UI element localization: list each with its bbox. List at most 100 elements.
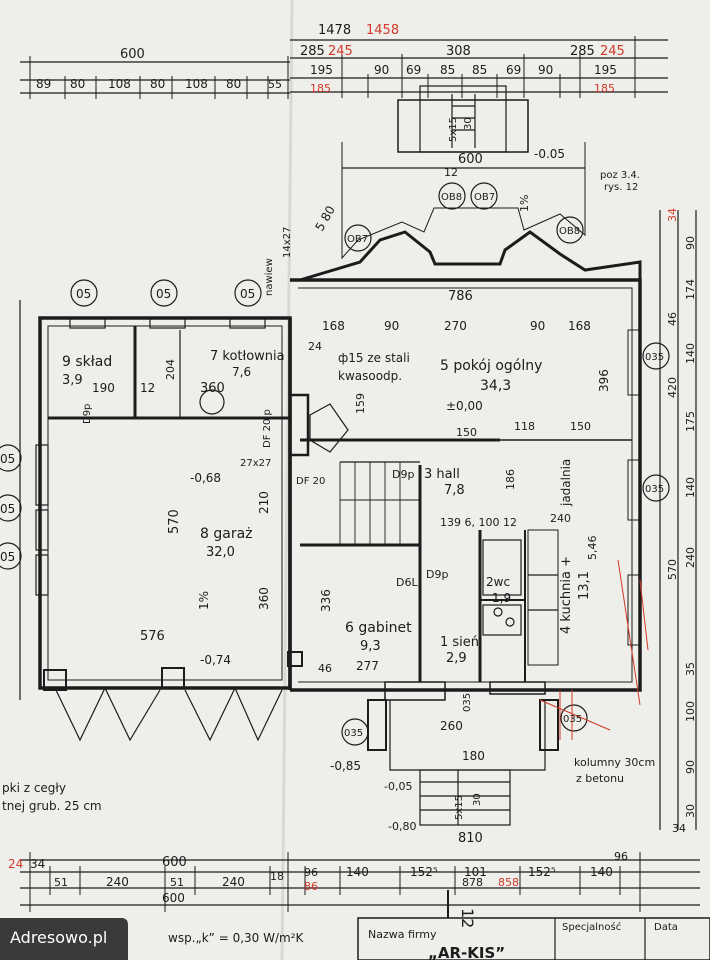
- dim-576: 576: [140, 629, 165, 644]
- bdim-r3-0: 600: [162, 891, 185, 905]
- dim-360: 360: [200, 381, 225, 396]
- title-spec: Specjalność: [562, 921, 621, 933]
- dim-168a: 168: [322, 319, 345, 333]
- rdim-4: 140: [684, 343, 697, 364]
- dim-159: 159: [354, 393, 367, 414]
- dim-139: 139 6, 100 12: [440, 516, 517, 529]
- rdim-3: 46: [666, 312, 679, 326]
- paper-fold: [280, 0, 294, 960]
- dim-118: 118: [514, 420, 535, 433]
- ob-1: OB7: [474, 192, 495, 203]
- dim-260: 260: [440, 719, 463, 733]
- win-marker-10: 035: [462, 693, 473, 712]
- dim-46: 46: [318, 662, 332, 675]
- title-nazwa: Nazwa firmy: [368, 928, 437, 941]
- dim-190: 190: [92, 381, 115, 395]
- bdim-r3-1: 878: [462, 876, 483, 889]
- rdim-0: 34: [666, 208, 679, 222]
- label-stair-s2: 30: [472, 793, 483, 806]
- bay-width: 600: [458, 152, 483, 167]
- rdim-7: 140: [684, 477, 697, 498]
- label-d15: ф15 ze stali: [338, 351, 410, 365]
- label-lvl-085: -0,85: [330, 759, 361, 773]
- dim-210: 210: [257, 491, 271, 514]
- dim-336: 336: [319, 589, 333, 612]
- bdim-r2-3: 240: [222, 875, 245, 889]
- dim-r1-red-1: 245: [600, 44, 625, 59]
- rdim-1: 90: [684, 236, 697, 250]
- dim-180: 180: [462, 749, 485, 763]
- dim-24: 24: [308, 340, 322, 353]
- dim-90a: 90: [384, 319, 399, 333]
- dim-r2-0: 195: [310, 63, 333, 77]
- bdim-r2-0: 51: [54, 876, 68, 889]
- rdim-11: 100: [684, 701, 697, 722]
- bdim-r3-red: 858: [498, 876, 519, 889]
- dim-left-5: 80: [226, 77, 241, 91]
- label-level-074: -0,74: [200, 653, 231, 667]
- bdim-r2-4: 18: [270, 870, 284, 883]
- rdim-10: 35: [684, 662, 697, 676]
- room-kuchnia-name: 4 kuchnia +: [559, 556, 574, 634]
- dim-546: 5,46: [586, 536, 599, 561]
- room-sien-area: 2,9: [446, 651, 467, 666]
- dim-r2-7: 195: [594, 63, 617, 77]
- dim-left-4: 108: [185, 77, 208, 91]
- label-nawiew: nawiew: [264, 258, 275, 296]
- dim-left-1: 80: [70, 77, 85, 91]
- win-marker-1: 05: [156, 287, 171, 301]
- dim-overall: 1478: [318, 23, 351, 38]
- win-marker-8: 035: [563, 714, 582, 725]
- win-marker-2: 05: [240, 287, 255, 301]
- bdim-red-24: 24: [8, 857, 23, 871]
- bdim-r2-7: 152⁵: [410, 865, 438, 879]
- dim-r1-2: 285: [570, 44, 595, 59]
- bay-stair: 5x15: [448, 117, 459, 142]
- dim-r1-0: 285: [300, 44, 325, 59]
- dim-r2-5: 69: [506, 63, 521, 77]
- label-d9p2: D9p: [392, 468, 414, 481]
- bdim-r2-11: 96: [614, 850, 628, 863]
- room-kuchnia-area: 13,1: [577, 571, 592, 600]
- rdim-9: 570: [666, 559, 679, 580]
- bay-stair2: 30: [463, 117, 474, 130]
- label-lvl-080: -0,80: [388, 820, 416, 833]
- bdim-r2-8: 101: [464, 865, 487, 879]
- rdim-6: 175: [684, 411, 697, 432]
- bdim-r1-0: 34: [30, 857, 45, 871]
- dim-r2-red-1: 185: [594, 82, 615, 95]
- win-marker-6: 035: [645, 352, 664, 363]
- dim-r2-4: 85: [472, 63, 487, 77]
- dim-overall-red: 1458: [366, 23, 399, 38]
- dim-left-2: 108: [108, 77, 131, 91]
- label-d9p3: D9p: [82, 404, 93, 424]
- win-marker-3: 05: [0, 452, 15, 466]
- dim-786: 786: [448, 289, 473, 304]
- bay-level: -0.05: [534, 147, 565, 161]
- bay-dim-12: 12: [444, 166, 458, 179]
- dim-r1-red-0: 245: [328, 44, 353, 59]
- room-hall-name: 3 hall: [424, 467, 460, 482]
- label-kwaso: kwasoodp.: [338, 369, 402, 383]
- room-sklad-name: 9 skład: [62, 354, 112, 370]
- win-marker-4: 05: [0, 502, 15, 516]
- room-sien-name: 1 sień: [440, 635, 479, 650]
- room-pokoj-area: 34,3: [480, 378, 511, 394]
- dim-570: 570: [167, 509, 182, 534]
- rdim-2: 174: [684, 279, 697, 300]
- dim-270: 270: [444, 319, 467, 333]
- bdim-r1-3: 34: [672, 822, 686, 835]
- dim-12: 12: [140, 381, 155, 395]
- ob-0: OB8: [441, 192, 462, 203]
- label-level-garage: -0,68: [190, 471, 221, 485]
- watermark-text: Adresowo.pl: [10, 928, 108, 947]
- dim-168b: 168: [568, 319, 591, 333]
- label-df20: DF 20 p: [262, 409, 273, 448]
- win-marker-9: 035: [344, 728, 363, 739]
- bdim-r2-1: 240: [106, 875, 129, 889]
- rdim-13: 30: [684, 804, 697, 818]
- label-kolumny: kolumny 30cm: [574, 756, 655, 769]
- dim-r2-1: 90: [374, 63, 389, 77]
- room-jadalnia-name: jadalnia: [559, 459, 573, 507]
- label-nawiew-size: 14x27: [282, 227, 293, 258]
